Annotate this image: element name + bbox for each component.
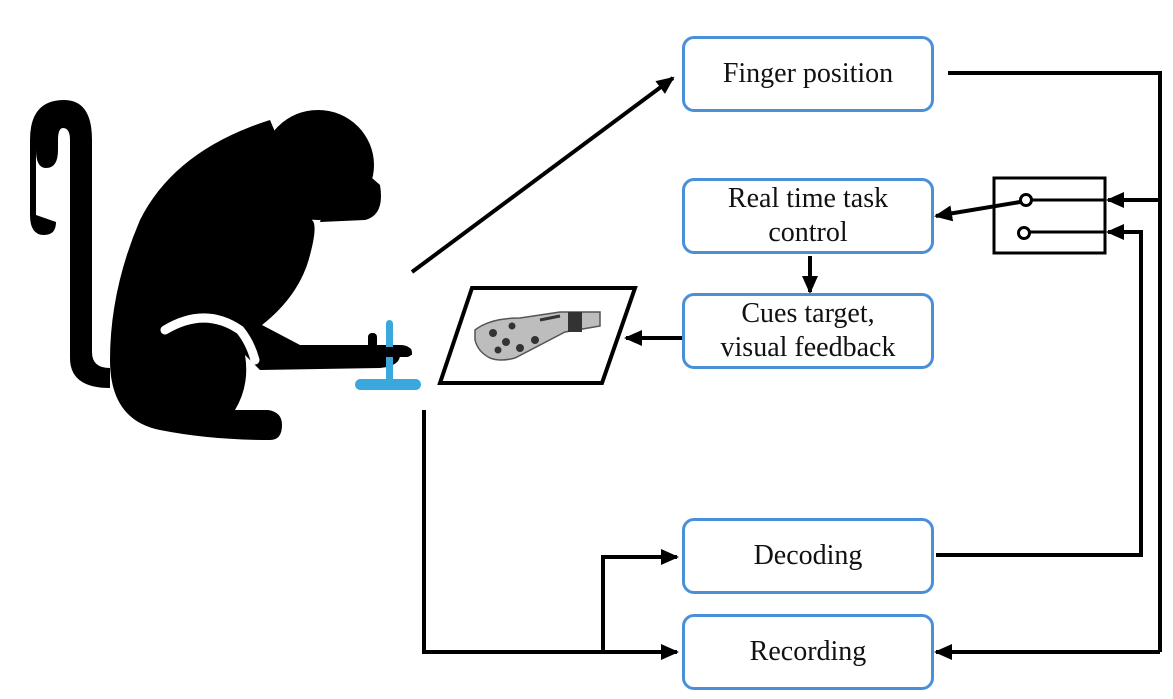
edge-switch-to-rttc bbox=[934, 200, 1021, 222]
real-time-task-control-node: Real time task control bbox=[682, 178, 934, 254]
display-screen-icon bbox=[437, 286, 638, 385]
edge-decoding-to-switch bbox=[936, 224, 1143, 557]
robotic-hand-icon bbox=[474, 311, 601, 361]
edge-subject-to-finger bbox=[410, 76, 675, 274]
edge-finger-to-rail bbox=[948, 71, 1162, 652]
cues-label-line2: visual feedback bbox=[720, 332, 896, 363]
finger-position-label: Finger position bbox=[722, 58, 894, 89]
monkey-icon bbox=[30, 100, 412, 440]
recording-node: Recording bbox=[682, 614, 934, 690]
monkey-hand bbox=[366, 347, 412, 357]
rttc-label-line1: Real time task bbox=[727, 183, 889, 214]
finger-position-node: Finger position bbox=[682, 36, 934, 112]
edge-branch-to-decoding bbox=[601, 549, 679, 652]
decoding-node: Decoding bbox=[682, 518, 934, 594]
edge-subject-to-recording bbox=[422, 410, 679, 660]
monkey-thigh-highlight bbox=[160, 313, 260, 365]
cues-label-line1: Cues target, bbox=[741, 298, 875, 329]
recording-label: Recording bbox=[749, 636, 867, 667]
monkey-tail bbox=[30, 100, 110, 388]
switch-icon bbox=[992, 176, 1107, 255]
rttc-label-line2: control bbox=[768, 217, 848, 248]
decoding-label: Decoding bbox=[753, 540, 863, 571]
cues-target-node: Cues target, visual feedback bbox=[682, 293, 934, 369]
